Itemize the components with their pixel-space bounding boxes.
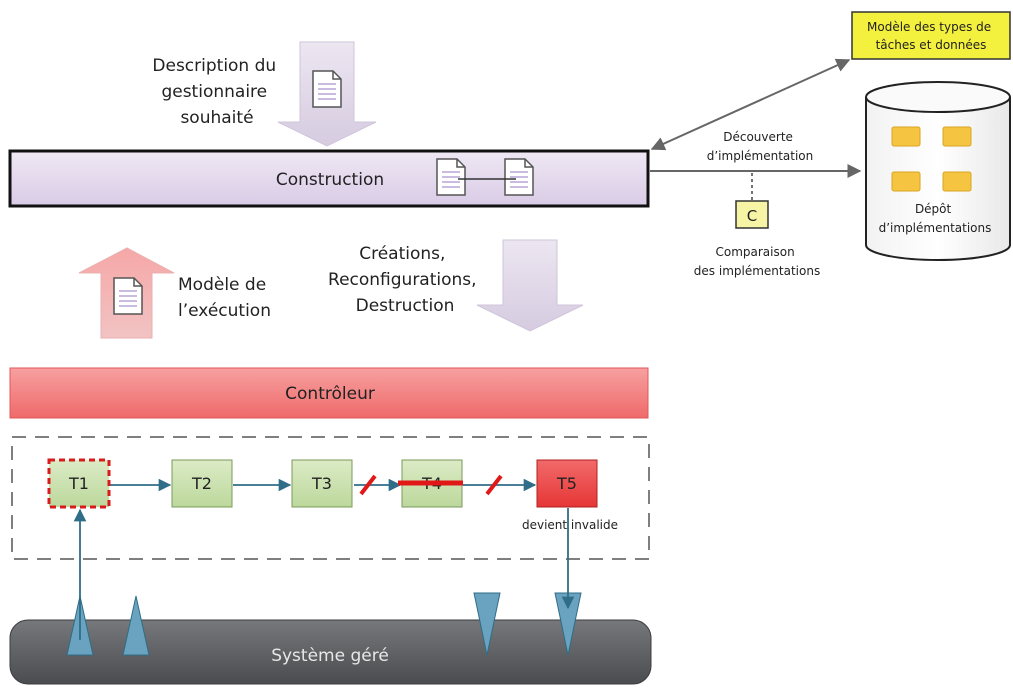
document-icon-right — [504, 158, 534, 196]
execution-region — [11, 436, 650, 560]
implementation-icon-4 — [942, 171, 972, 192]
comparator-box[interactable] — [735, 200, 769, 229]
sensor-triangle-2 — [122, 595, 150, 656]
task-t1[interactable]: T1 — [47, 458, 111, 509]
implementation-icon-1 — [891, 126, 921, 147]
execution-model-document-icon — [113, 277, 143, 315]
task-t3-label: T3 — [311, 474, 332, 493]
task-t1-label: T1 — [68, 474, 89, 493]
spec-document-icon — [312, 70, 342, 108]
implementation-icon-3 — [891, 171, 921, 192]
task-t2[interactable]: T2 — [171, 459, 233, 508]
comparison-label: Comparaison des implémentations — [694, 245, 820, 278]
effector-triangle-1 — [473, 592, 501, 656]
task-t4[interactable]: T4 — [398, 459, 463, 508]
repository-label: Dépôt d’implémentations — [879, 202, 992, 235]
discovery-label: Découverte d’implémentation — [707, 130, 814, 163]
implementation-icon-2 — [942, 126, 972, 147]
actions-label: Créations, Reconfigurations, Destruction — [328, 244, 482, 316]
description-label: Description du gestionnaire souhaité — [152, 56, 281, 128]
controller-bar[interactable] — [9, 367, 649, 419]
model-types-label: Modèle des types de tâches et données — [867, 20, 995, 52]
managed-system-label: Système géré — [271, 646, 389, 666]
task-t5-label: T5 — [556, 474, 577, 493]
document-icon-left — [436, 158, 466, 196]
model-types-box[interactable] — [851, 11, 1011, 60]
comparator-label: C — [747, 207, 757, 225]
actions-arrow — [476, 239, 584, 332]
construction-label: Construction — [276, 170, 384, 190]
construction-bar[interactable] — [8, 149, 650, 208]
model-types-connector — [650, 58, 851, 151]
invalid-note: devient invalide — [522, 518, 618, 532]
task-t5[interactable]: T5 — [536, 459, 598, 508]
task-t3[interactable]: T3 — [291, 459, 353, 508]
broken-link-slash-2 — [485, 474, 503, 496]
execution-model-label: Modèle de l’exécution — [178, 275, 272, 321]
broken-link-slash-1 — [359, 474, 377, 496]
controller-label: Contrôleur — [285, 384, 375, 404]
task-t2-label: T2 — [191, 474, 212, 493]
